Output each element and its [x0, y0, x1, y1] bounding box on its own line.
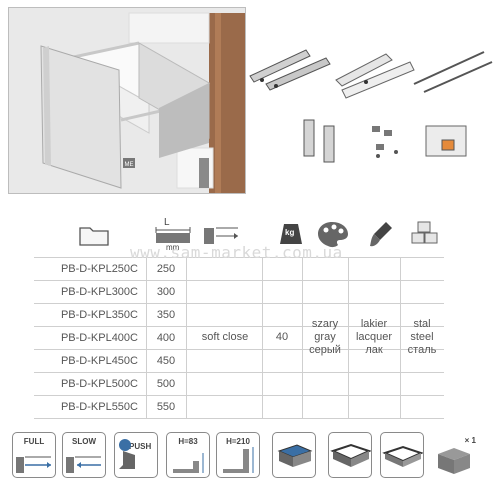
closing-icon [204, 227, 238, 244]
color-palette-icon [318, 222, 348, 248]
material-blocks-icon [411, 221, 438, 244]
table-row: PB-D-KPL550C 550 [34, 396, 444, 419]
table-row: PB-D-KPL250C 250 [34, 258, 444, 281]
slow-close-icon: SLOW [62, 432, 106, 478]
product-code: PB-D-KPL300C [60, 286, 138, 298]
length-letter: L [164, 217, 170, 228]
product-code: PB-D-KPL250C [60, 263, 138, 275]
product-code: PB-D-KPL550C [60, 401, 138, 413]
folder-icon [79, 227, 109, 246]
screws-illustration [372, 126, 398, 158]
table-row: PB-D-KPL450C 450 [34, 350, 444, 373]
full-extension-icon: FULL [12, 432, 56, 478]
height-83-icon: H=83 [166, 432, 210, 478]
closing-type: soft close [201, 331, 249, 343]
push-open-icon: PUSH [114, 432, 158, 478]
watermark: www.sam-market.com.ua [130, 243, 343, 262]
drawer-box-icon [272, 432, 316, 478]
drawer-length: 400 [156, 332, 176, 344]
material-value: stal steel сталь [407, 318, 437, 356]
load-unit: kg [285, 228, 295, 237]
grid-line [186, 258, 187, 419]
side-panel-illustration [335, 53, 415, 99]
height-210-icon: H=210 [216, 432, 260, 478]
table-row: PB-D-KPL500C 500 [34, 373, 444, 396]
rail-rods-illustration [413, 51, 493, 93]
photo-badge: ME [125, 162, 134, 168]
grid-line [302, 258, 303, 419]
table-row: PB-D-KPL400C 400 [34, 327, 444, 350]
color-value: szary gray серый [309, 318, 341, 356]
table-row: PB-D-KPL350C 350 [34, 304, 444, 327]
parts-illustration [246, 40, 496, 170]
finish-value: lakier lacquer лак [355, 318, 393, 356]
drawer-length: 500 [156, 378, 176, 390]
drawer-frame-icon [380, 432, 424, 478]
back-clip-illustration [425, 125, 467, 157]
product-code: PB-D-KPL500C [60, 378, 138, 390]
drawer-length: 550 [156, 401, 176, 413]
product-code: PB-D-KPL350C [60, 309, 138, 321]
length-unit: mm [166, 243, 180, 252]
table-row: PB-D-KPL300C 300 [34, 281, 444, 304]
package-quantity-icon: × 1 [434, 432, 478, 478]
grid-line [348, 258, 349, 419]
table-header-row [34, 235, 444, 258]
drawer-length: 450 [156, 355, 176, 367]
length-icon: L mm [152, 217, 196, 252]
drawer-length: 250 [156, 263, 176, 275]
load-icon: kg [272, 218, 312, 252]
product-code: PB-D-KPL450C [60, 355, 138, 367]
paint-brush-icon [370, 222, 392, 247]
grid-line [400, 258, 401, 419]
grid-line [146, 258, 147, 419]
product-code: PB-D-KPL400C [60, 332, 138, 344]
drawer-length: 350 [156, 309, 176, 321]
drawer-tray-icon [328, 432, 372, 478]
grid-line [262, 258, 263, 419]
load-value: 40 [275, 331, 289, 343]
runner-illustration [249, 49, 331, 91]
drawer-length: 300 [156, 286, 176, 298]
drawer-photo: ME [8, 7, 246, 194]
front-brackets-illustration [303, 119, 335, 163]
